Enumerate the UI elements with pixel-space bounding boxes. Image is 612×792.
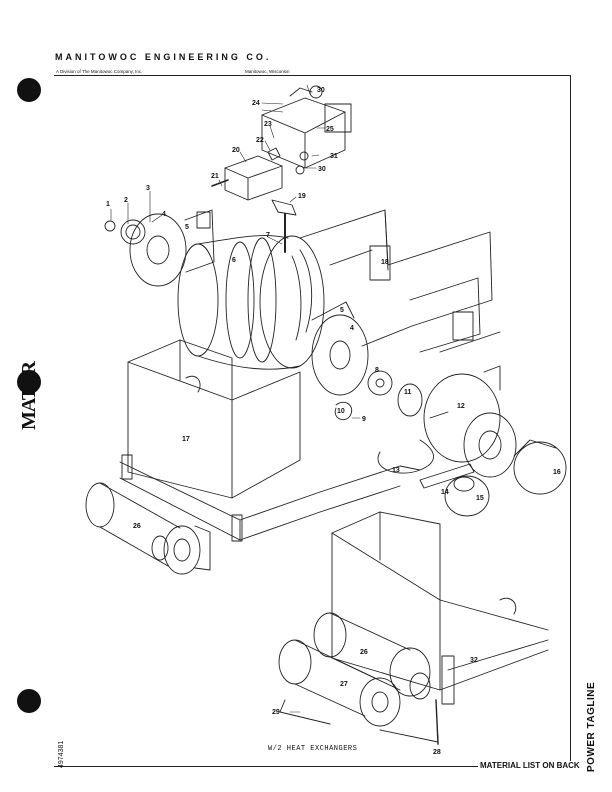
callout-5-right: 5 xyxy=(340,307,344,314)
callout-3: 3 xyxy=(146,185,150,192)
callout-21: 21 xyxy=(211,173,219,180)
main-drum xyxy=(177,235,325,370)
callout-24: 24 xyxy=(252,100,260,107)
frame-bottom-rule xyxy=(54,766,570,767)
callout-23: 23 xyxy=(264,121,272,128)
binder-hole-middle xyxy=(17,370,41,394)
callout-labels: 1 2 3 4 4 5 5 6 7 8 9 10 11 12 13 14 15 … xyxy=(106,87,561,756)
division-line: A Division of The Manitowoc Company, Inc… xyxy=(56,69,143,74)
lower-base-assembly xyxy=(331,511,549,705)
callout-5-left: 5 xyxy=(185,224,189,231)
main-housing xyxy=(119,339,421,542)
callout-17: 17 xyxy=(182,436,190,443)
callout-10: 10 xyxy=(337,408,345,415)
callout-9: 9 xyxy=(362,416,366,423)
callout-leaders xyxy=(110,84,439,746)
callout-7: 7 xyxy=(266,232,270,239)
location-line: Manitowoc, Wisconsin xyxy=(245,69,290,74)
callout-4-left: 4 xyxy=(162,211,166,218)
callout-32: 32 xyxy=(470,657,478,664)
heat-exchanger-left xyxy=(85,482,211,575)
callout-8: 8 xyxy=(375,367,379,374)
callout-6: 6 xyxy=(232,257,236,264)
callout-1: 1 xyxy=(106,201,110,208)
callout-31: 31 xyxy=(330,153,338,160)
callout-12: 12 xyxy=(457,403,465,410)
callout-18: 18 xyxy=(381,259,389,266)
binder-hole-top xyxy=(17,78,41,102)
material-list-note: MATERIAL LIST ON BACK xyxy=(478,761,582,770)
callout-13: 13 xyxy=(392,467,400,474)
coupling-assembly xyxy=(377,365,567,517)
callout-11: 11 xyxy=(404,389,412,396)
heat-exchanger-pair xyxy=(278,612,439,745)
callout-16: 16 xyxy=(553,469,561,476)
callout-30-bottom: 30 xyxy=(318,166,326,173)
callout-14: 14 xyxy=(441,489,449,496)
callout-29: 29 xyxy=(272,709,280,716)
brake-bracket-assembly xyxy=(211,85,352,253)
drum-flange xyxy=(311,301,393,421)
callout-2: 2 xyxy=(124,197,128,204)
callout-20: 20 xyxy=(232,147,240,154)
callout-27: 27 xyxy=(340,681,348,688)
frame-top-rule xyxy=(54,75,570,76)
callout-22: 22 xyxy=(256,137,264,144)
callout-30-top: 30 xyxy=(317,87,325,94)
callout-26-left: 26 xyxy=(133,523,141,530)
callout-28: 28 xyxy=(433,749,441,756)
binder-hole-bottom xyxy=(17,689,41,713)
callout-4-right: 4 xyxy=(350,325,354,332)
drawing-caption: W/2 HEAT EXCHANGERS xyxy=(268,745,358,753)
callout-25: 25 xyxy=(326,126,334,133)
callout-19: 19 xyxy=(298,193,306,200)
company-name: MANITOWOC ENGINEERING CO. xyxy=(55,52,272,62)
brake-band-parts xyxy=(104,209,215,287)
callout-26-right: 26 xyxy=(360,649,368,656)
frame-right-rule xyxy=(570,75,571,767)
side-frame-upper xyxy=(299,209,501,353)
callout-15: 15 xyxy=(476,495,484,502)
